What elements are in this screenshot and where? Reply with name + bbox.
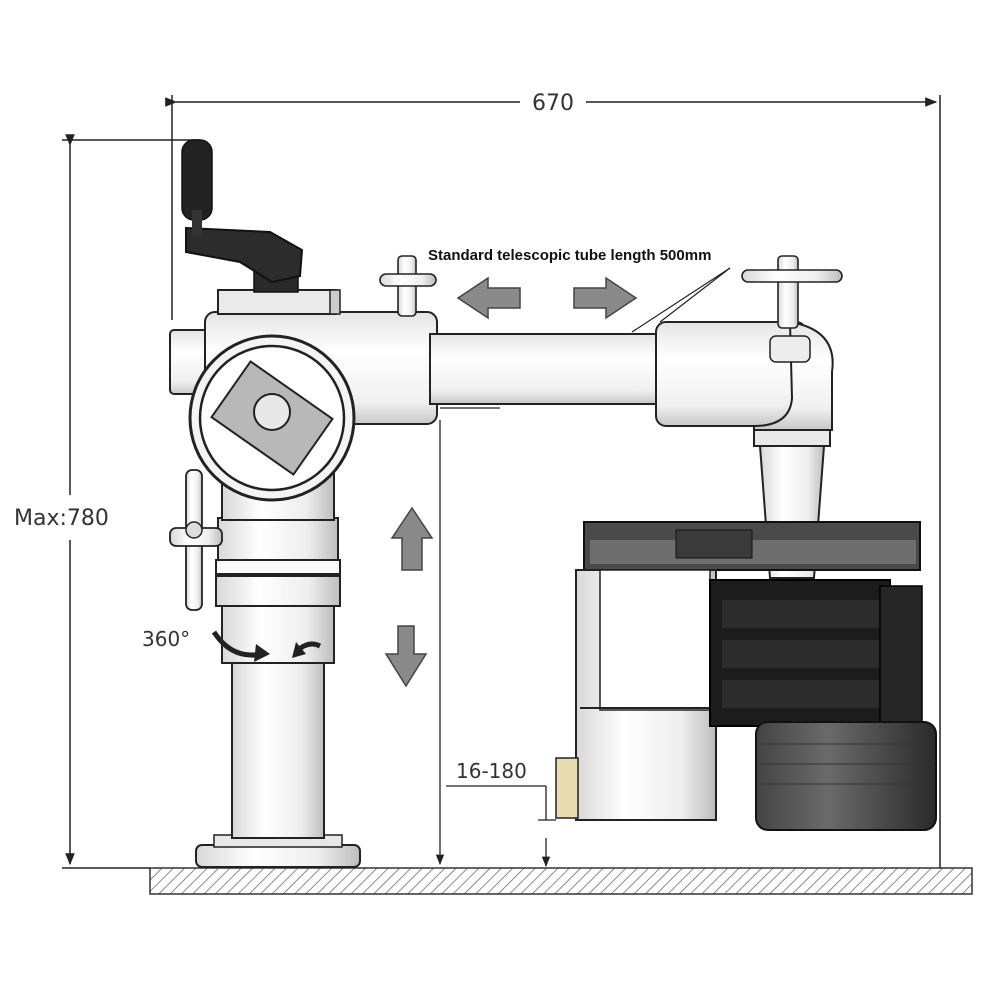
rotation-label: 360°: [142, 627, 190, 651]
arm-lock-knob-left: [379, 255, 437, 317]
crank-handle-icon: [181, 139, 304, 293]
arrow-left-icon: [456, 276, 521, 320]
nameplate: [555, 757, 579, 819]
arrow-right-icon: [573, 276, 638, 320]
tube-note-leader: [631, 267, 731, 333]
floor-table: [149, 867, 973, 895]
feeder-top-plate: [583, 521, 921, 571]
elbow-joint: [753, 320, 834, 431]
height-dimension-label: Max:780: [14, 506, 109, 531]
height-dimension: [62, 134, 200, 869]
column-pillar: [221, 604, 335, 839]
gearbox-block: [709, 579, 923, 727]
electric-motor: [755, 721, 937, 831]
width-dimension: [165, 95, 941, 868]
telescopic-tube: [429, 321, 807, 427]
handwheel-icon: [188, 334, 356, 502]
column-lock-lever: [169, 469, 223, 611]
arm-lock-knob-right: [741, 255, 843, 329]
width-dimension-label: 670: [532, 91, 574, 116]
tube-length-note: Standard telescopic tube length 500mm: [428, 247, 711, 264]
arrow-up-icon: [390, 506, 434, 571]
clearance-dimension: [446, 785, 556, 868]
column-base: [195, 834, 361, 868]
clearance-dimension-label: 16-180: [456, 759, 527, 783]
arrow-down-icon: [384, 625, 428, 688]
roller-housing: [575, 569, 717, 821]
arm-height-line: [435, 407, 500, 866]
rotation-arrow-icon: [211, 630, 322, 662]
